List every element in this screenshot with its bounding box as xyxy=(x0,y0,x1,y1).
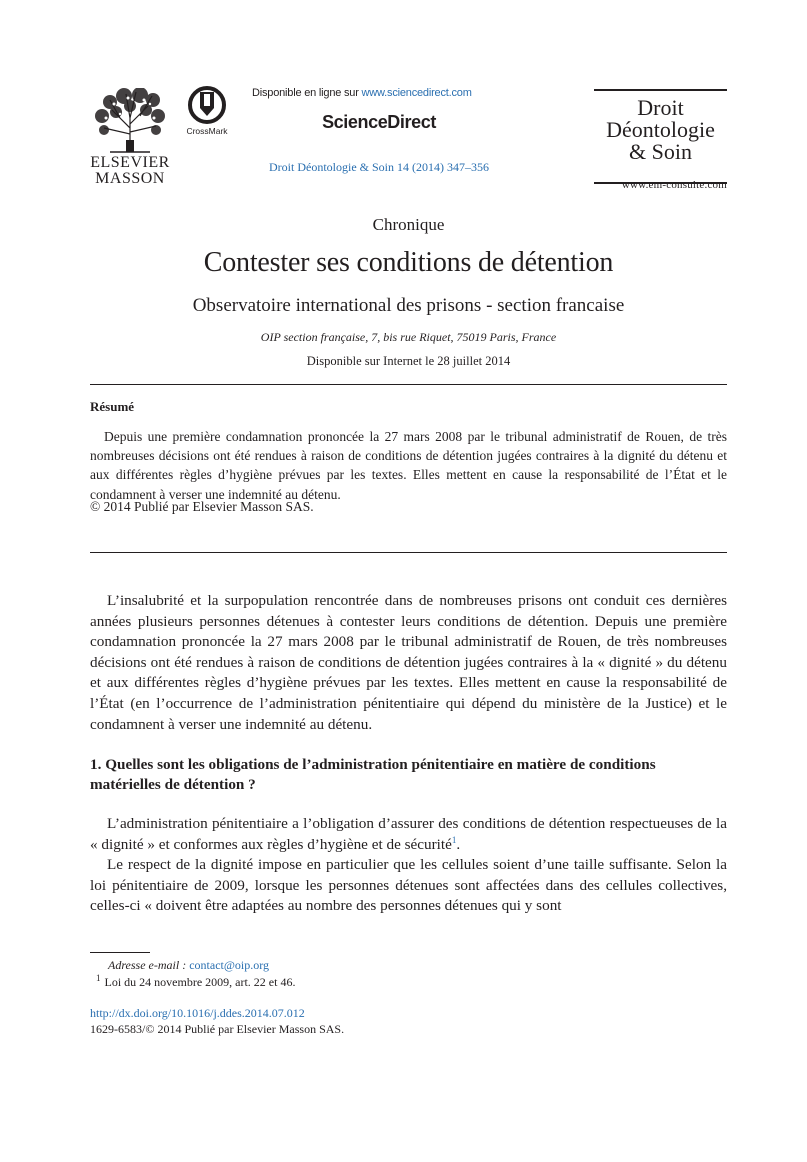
publisher-tree-logo xyxy=(90,88,170,192)
email-label: Adresse e-mail : xyxy=(108,958,190,972)
publisher-name-line1: ELSEVIER xyxy=(90,154,170,171)
body-paragraph-2-text: L’administration pénitentiaire a l’oblig… xyxy=(90,815,727,853)
journal-logo-title: Droit Déontologie & Soin xyxy=(594,97,727,163)
article-author: Observatoire international des prisons -… xyxy=(192,295,625,316)
crossmark-label: CrossMark xyxy=(186,126,228,136)
section-1-heading: 1. Quelles sont les obligations de l’adm… xyxy=(90,756,656,793)
abstract-top-divider xyxy=(90,384,727,385)
doi-link[interactable]: http://dx.doi.org/10.1016/j.ddes.2014.07… xyxy=(90,1006,305,1020)
footnote-1-text: Loi du 24 novembre 2009, art. 22 et 46. xyxy=(104,975,296,989)
publisher-name: ELSEVIER MASSON xyxy=(88,155,172,187)
journal-logo-line3: & Soin xyxy=(629,139,692,164)
availability-prefix: Disponible en ligne sur xyxy=(252,87,362,99)
crossmark-icon[interactable] xyxy=(182,86,232,138)
abstract-text: Depuis une première condamnation prononc… xyxy=(90,429,727,502)
abstract-bottom-divider xyxy=(90,552,727,553)
body-paragraph-3: Le respect de la dignité impose en parti… xyxy=(90,856,727,915)
email-link[interactable]: contact@oip.org xyxy=(189,958,270,972)
journal-reference-link[interactable]: Droit Déontologie & Soin 14 (2014) 347–3… xyxy=(269,160,489,174)
article-section-label: Chronique xyxy=(372,215,445,234)
footnote-1-number: 1 xyxy=(96,973,101,983)
availability-line: Disponible en ligne sur www.sciencedirec… xyxy=(252,87,472,99)
body-paragraph-1: L’insalubrité et la surpopulation rencon… xyxy=(90,592,727,733)
abstract-heading: Résumé xyxy=(90,399,135,414)
issn-copyright-line: 1629-6583/© 2014 Publié par Elsevier Mas… xyxy=(90,1022,345,1036)
footnote-1-reference[interactable]: 1 xyxy=(451,834,457,845)
journal-website: www.em-consulte.com xyxy=(621,179,727,191)
abstract-copyright: © 2014 Publié par Elsevier Masson SAS. xyxy=(90,499,314,514)
body-paragraph-2: L’administration pénitentiaire a l’oblig… xyxy=(90,814,727,855)
sciencedirect-link[interactable]: www.sciencedirect.com xyxy=(361,87,472,99)
journal-logo-line2: Déontologie xyxy=(606,117,715,142)
author-email-line: Adresse e-mail : contact@oip.org xyxy=(108,958,269,973)
footnote-divider xyxy=(90,952,150,953)
journal-logo-box: Droit Déontologie & Soin xyxy=(594,89,727,184)
article-title: Contester ses conditions de détention xyxy=(203,247,614,278)
publisher-name-line2: MASSON xyxy=(95,170,165,187)
sciencedirect-brand: ScienceDirect xyxy=(322,112,436,132)
author-affiliation: OIP section française, 7, bis rue Riquet… xyxy=(260,330,557,344)
online-availability-date: Disponible sur Internet le 28 juillet 20… xyxy=(306,354,511,368)
journal-logo-line1: Droit xyxy=(637,95,684,120)
body-paragraph-2-end: . xyxy=(456,835,461,853)
